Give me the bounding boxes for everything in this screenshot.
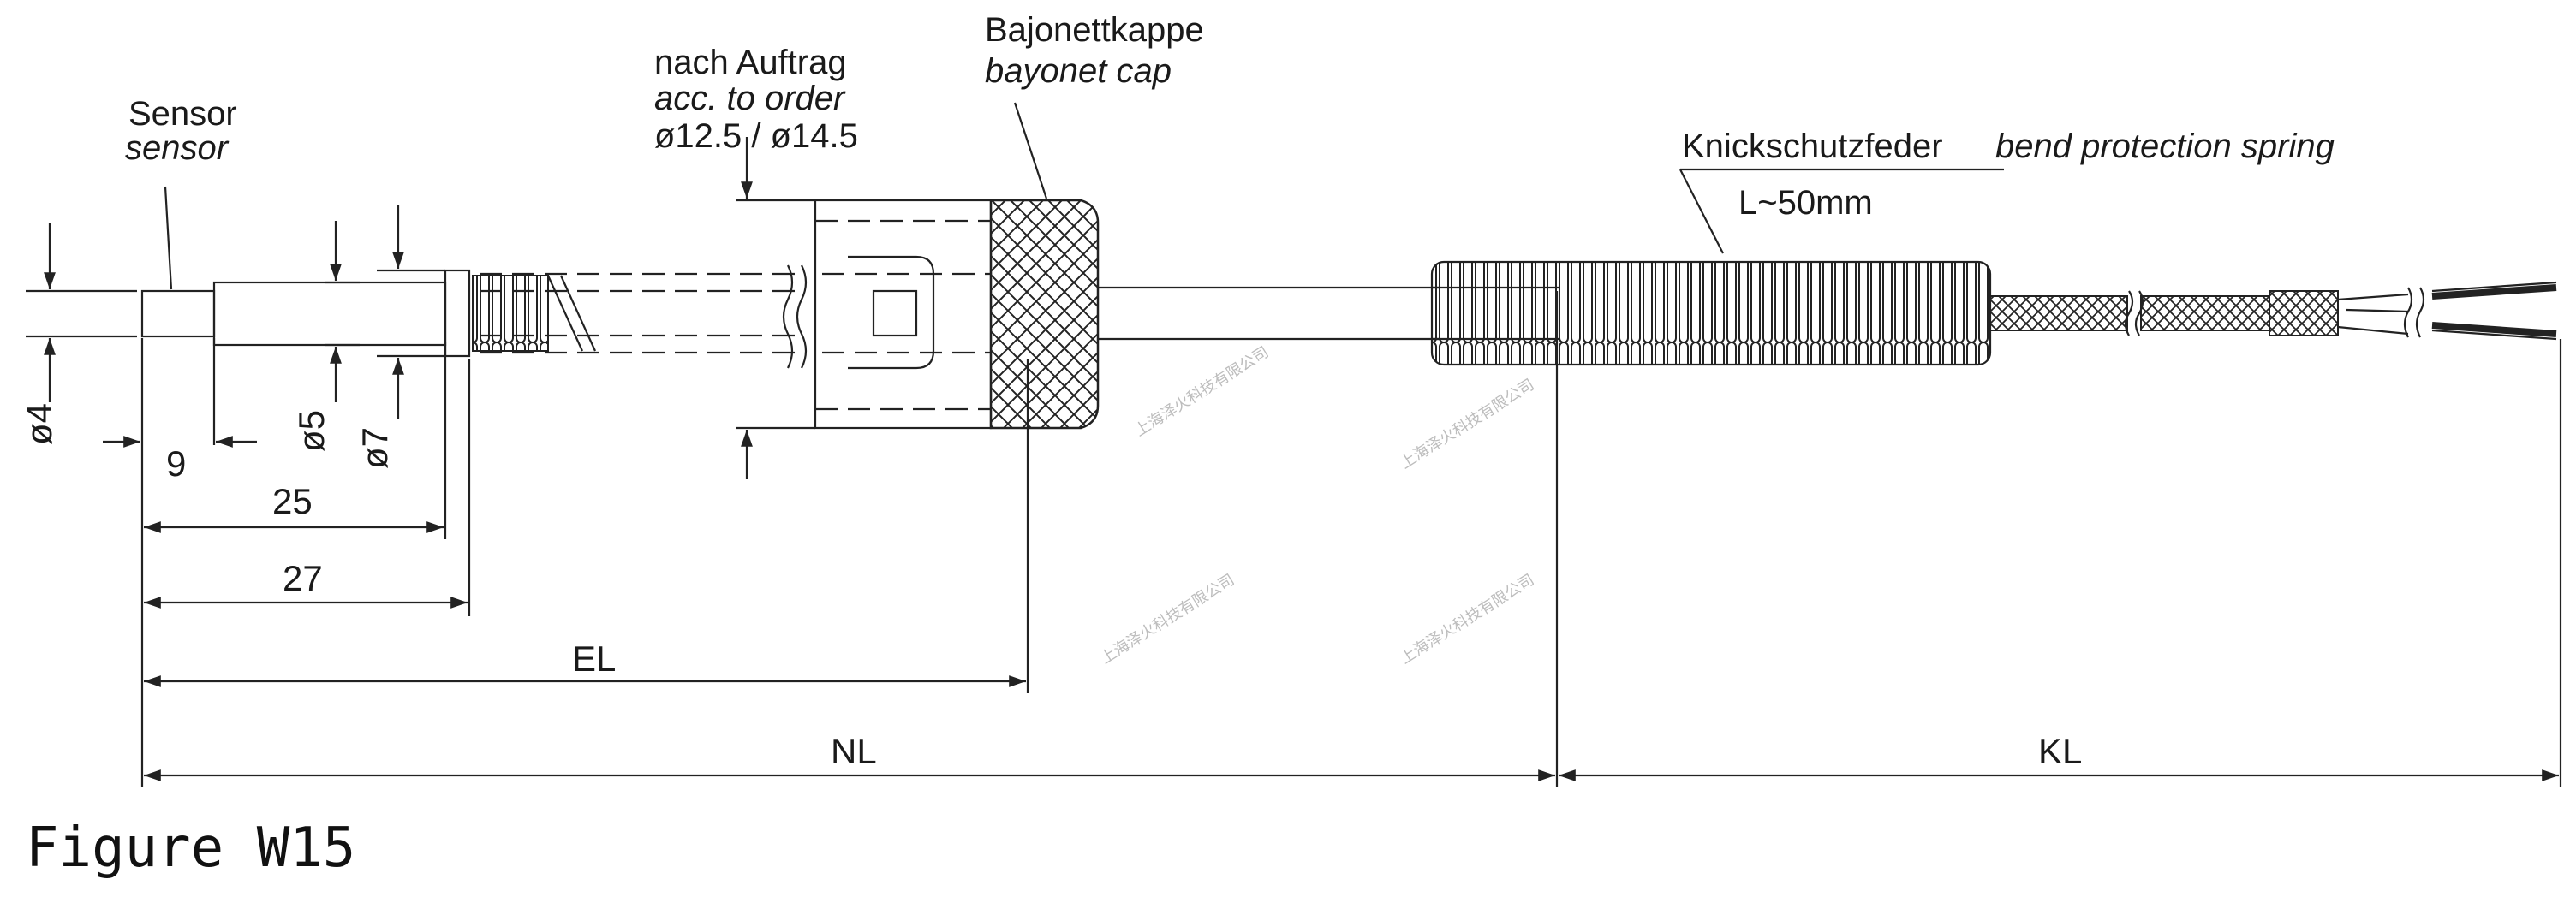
probe-body-d5: [212, 281, 447, 347]
dimension-lines: [103, 436, 2559, 781]
sensor-label-de: Sensor: [128, 95, 237, 133]
dim-d5: ø5: [291, 410, 331, 452]
watermark-3: 上海泽火科技有限公司: [1098, 571, 1238, 668]
cable: [1098, 286, 1439, 341]
extension-lines: [26, 199, 2562, 787]
sensor-label-en: sensor: [125, 129, 230, 167]
dim-nl: NL: [831, 731, 877, 771]
order-label-en: acc. to order: [654, 80, 846, 117]
lead-wires: [2337, 281, 2557, 341]
dim-9: 9: [166, 443, 186, 484]
bayonet-cap: [814, 199, 993, 430]
dim-el: EL: [572, 639, 616, 679]
figure-caption: Figure W15: [26, 817, 355, 880]
dim-kl: KL: [2038, 731, 2082, 771]
diameter-arrows: [44, 137, 753, 479]
watermark-2: 上海泽火科技有限公司: [1398, 376, 1538, 472]
sensor-tip: [140, 289, 216, 338]
sensor-leader-line: [164, 186, 173, 290]
order-dims-label: ø12.5 / ø14.5: [654, 117, 858, 155]
watermark-4: 上海泽火科技有限公司: [1398, 571, 1538, 668]
bend-protection-spring: [1430, 260, 1992, 366]
probe-shoulder-d7: [444, 269, 471, 358]
dim-d7: ø7: [355, 427, 395, 469]
knurled-ring: [989, 199, 1100, 430]
dim-d4: ø4: [19, 403, 59, 445]
thread-section: [472, 264, 808, 369]
watermark-1: 上海泽火科技有限公司: [1132, 343, 1273, 440]
cap-label-en: bayonet cap: [985, 52, 1172, 90]
braided-cable: [1989, 290, 2339, 336]
dim-27: 27: [283, 558, 323, 598]
spring-length-label: L~50mm: [1738, 184, 1873, 222]
spring-label-de: Knickschutzfeder: [1682, 128, 1943, 165]
spring-leader-line: [1679, 169, 1724, 254]
cap-label-de: Bajonettkappe: [985, 11, 1204, 49]
order-label-de: nach Auftrag: [654, 44, 847, 81]
dim-25: 25: [272, 481, 313, 521]
spring-label-en: bend protection spring: [1995, 128, 2334, 165]
cap-leader-line: [1013, 102, 1048, 199]
